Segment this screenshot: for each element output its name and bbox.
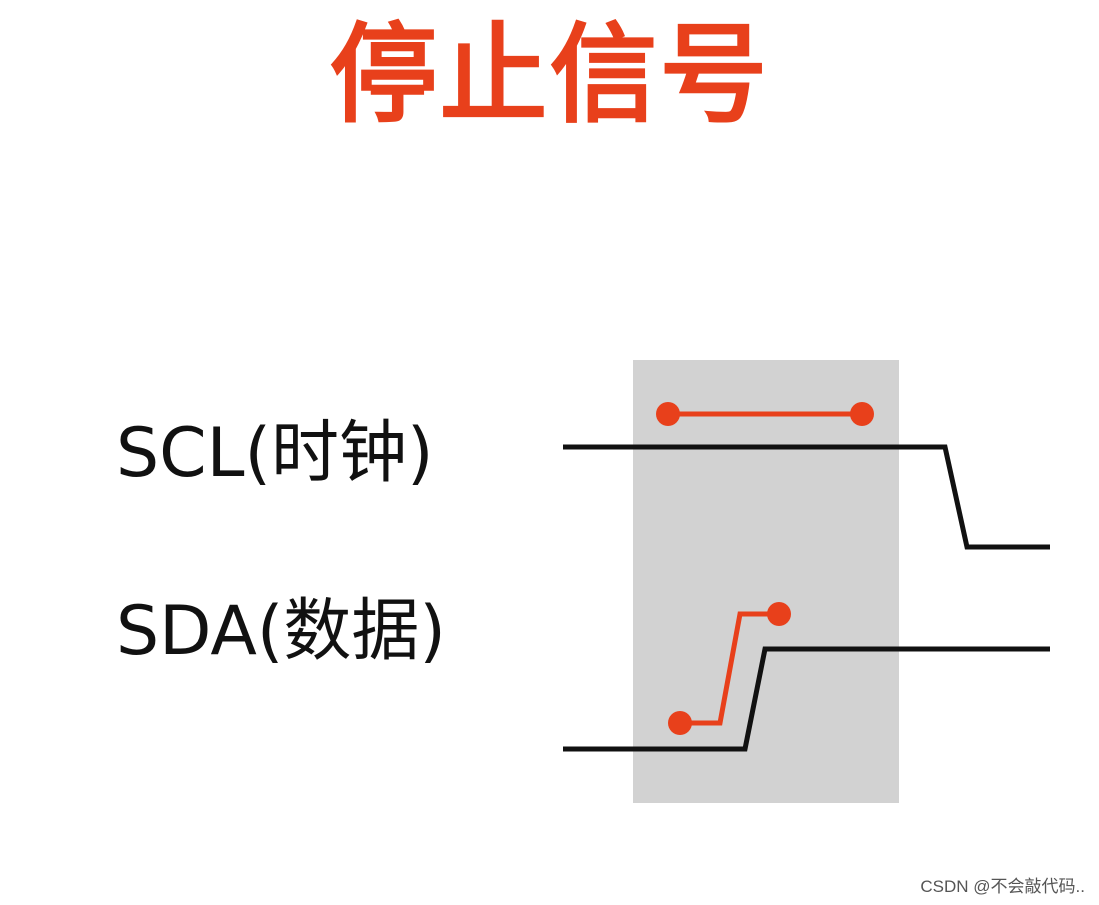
sda-marker-start-dot <box>668 711 692 735</box>
scl-marker-end-dot <box>850 402 874 426</box>
diagram-title: 停止信号 <box>329 13 770 138</box>
sda-marker-end-dot <box>767 602 791 626</box>
sda-label: SDA(数据) <box>116 592 446 671</box>
sda-rising-marker-line <box>680 611 779 726</box>
sda-waveform <box>563 646 1050 752</box>
watermark: CSDN @不会敲代码.. <box>920 877 1085 896</box>
scl-marker-start-dot <box>656 402 680 426</box>
stop-condition-highlight <box>633 360 899 803</box>
scl-waveform <box>563 444 1050 550</box>
scl-label: SCL(时钟) <box>116 414 434 493</box>
